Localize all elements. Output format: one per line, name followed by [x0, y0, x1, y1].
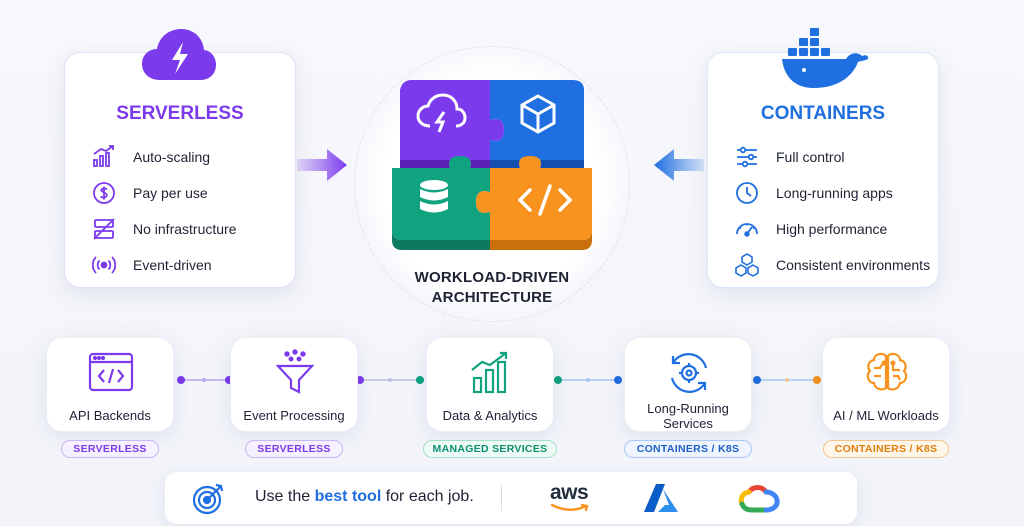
radio-waves-icon	[91, 256, 117, 274]
architecture-label: WORKLOAD-DRIVEN ARCHITECTURE	[392, 268, 592, 308]
feature-long-running-apps: Long-running apps	[734, 175, 930, 211]
dollar-icon	[93, 182, 115, 204]
feature-no-infrastructure: No infrastructure	[91, 211, 236, 247]
feature-label: High performance	[776, 221, 888, 237]
connector-3	[554, 376, 622, 384]
azure-logo-icon	[644, 484, 678, 512]
puzzle-graphic	[392, 80, 592, 250]
serverless-title: SERVERLESS	[116, 103, 244, 124]
feature-full-control: Full control	[734, 139, 930, 175]
google-cloud-logo-icon	[738, 485, 780, 513]
workload-badge-containers-k8s: CONTAINERS / K8S	[823, 440, 949, 458]
bar-chart-icon	[471, 351, 508, 394]
containers-card: CONTAINERS Full control Long-running app…	[707, 52, 939, 288]
feature-auto-scaling: Auto-scaling	[91, 139, 236, 175]
cubes-icon	[735, 253, 759, 277]
arrow-left-icon	[654, 149, 704, 181]
containers-title: CONTAINERS	[760, 103, 886, 124]
database-icon	[420, 180, 448, 213]
cube-icon	[520, 94, 556, 134]
sliders-icon	[737, 146, 757, 168]
feature-label: Auto-scaling	[133, 149, 211, 165]
workload-badge-serverless: SERVERLESS	[61, 440, 159, 458]
footer-divider	[501, 485, 502, 511]
tagline-suffix: for each job.	[381, 488, 474, 505]
workload-badge-containers-k8s: CONTAINERS / K8S	[624, 440, 752, 458]
tagline-highlight: best tool	[314, 488, 382, 505]
feature-pay-per-use: Pay per use	[91, 175, 236, 211]
code-icon	[517, 184, 573, 216]
puzzle-piece-green	[392, 156, 490, 250]
target-icon	[192, 483, 224, 515]
architecture-label-line2: ARCHITECTURE	[431, 289, 553, 306]
connector-4	[753, 376, 821, 384]
feature-label: Full control	[776, 149, 845, 165]
workload-badge-managed-services: MANAGED SERVICES	[423, 440, 557, 458]
workload-card-data-analytics: Data & Analytics	[426, 337, 554, 432]
workload-card-ai-ml: AI / ML Workloads	[822, 337, 950, 432]
workload-title: API Backends	[69, 408, 151, 423]
arrow-right-icon	[297, 149, 347, 181]
feature-label: Pay per use	[133, 185, 208, 201]
footer-bar: Use the best tool for each job. aws	[165, 472, 857, 524]
feature-label: Long-running apps	[776, 185, 893, 201]
aws-logo-text: aws	[550, 481, 589, 504]
connector-1	[177, 376, 233, 384]
footer-tagline: Use the best tool for each job.	[255, 488, 474, 506]
workload-badge-serverless: SERVERLESS	[245, 440, 343, 458]
server-off-icon	[93, 218, 115, 240]
feature-label: Consistent environments	[776, 257, 931, 273]
connector-2	[356, 376, 424, 384]
cloud-lightning-icon	[416, 93, 467, 133]
tagline-prefix: Use the	[255, 488, 315, 505]
puzzle-piece-orange	[476, 156, 592, 250]
serverless-card: SERVERLESS Auto-scaling Pay per use No i…	[64, 52, 296, 288]
containers-feature-list: Full control Long-running apps High perf…	[734, 139, 930, 283]
serverless-feature-list: Auto-scaling Pay per use No infrastructu…	[91, 139, 236, 283]
code-window-icon	[88, 352, 134, 392]
workload-card-event-processing: Event Processing	[230, 337, 358, 432]
architecture-label-line1: WORKLOAD-DRIVEN	[414, 269, 570, 286]
clock-icon	[736, 182, 758, 204]
workload-title-line1: Long-Running	[647, 401, 729, 416]
workload-title-line2: Services	[663, 416, 713, 431]
feature-label: Event-driven	[133, 257, 212, 273]
feature-label: No infrastructure	[133, 221, 237, 237]
gauge-icon	[736, 223, 758, 237]
workload-card-long-running-services: Long-Running Services	[624, 337, 752, 432]
workload-title: Data & Analytics	[442, 408, 538, 423]
workload-title: Event Processing	[243, 408, 345, 423]
aws-smile-icon	[550, 503, 589, 512]
gear-cycle-icon	[670, 353, 708, 393]
aws-logo: aws	[548, 479, 594, 515]
workload-card-api-backends: API Backends	[46, 337, 174, 432]
feature-event-driven: Event-driven	[91, 247, 236, 283]
docker-whale-icon	[782, 28, 869, 88]
brain-icon	[866, 352, 908, 391]
workload-title: AI / ML Workloads	[833, 408, 939, 423]
bar-growth-icon	[93, 145, 114, 167]
cloud-lightning-icon	[142, 29, 216, 80]
funnel-icon	[275, 349, 315, 394]
feature-consistent-environments: Consistent environments	[734, 247, 930, 283]
feature-high-performance: High performance	[734, 211, 930, 247]
